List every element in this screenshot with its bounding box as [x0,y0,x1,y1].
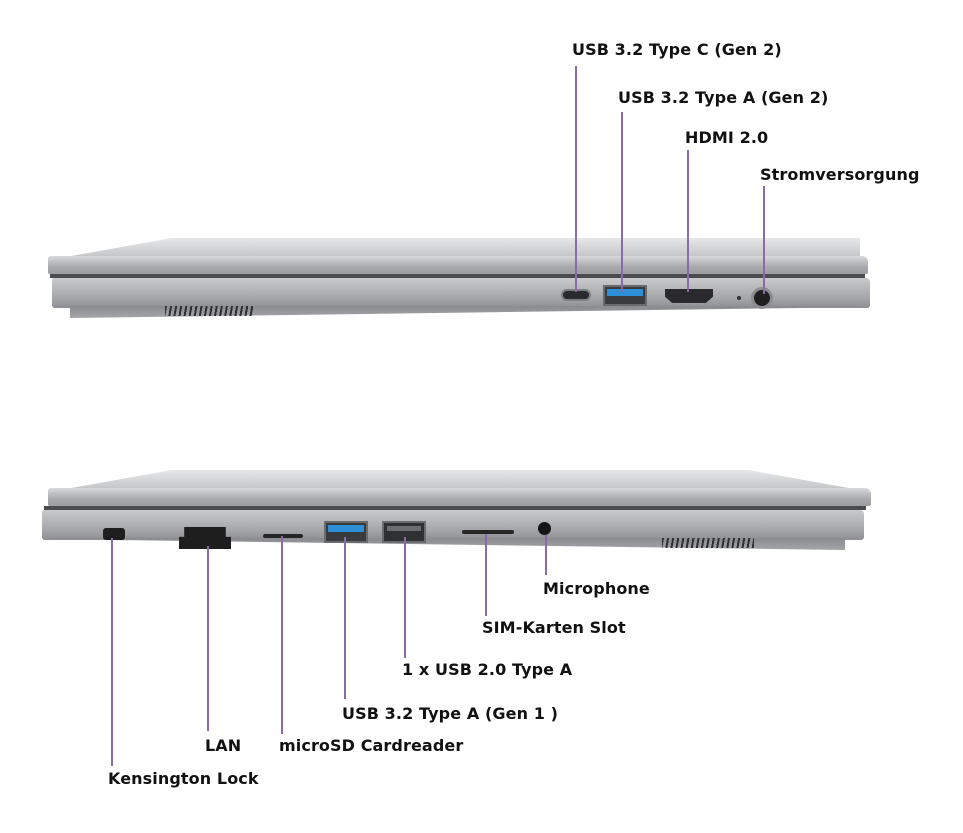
leader-sim [485,534,487,616]
leader-kensington [111,538,113,766]
leader-hdmi [687,150,689,292]
sim-slot [462,530,514,534]
usb-a-gen2-port [603,285,647,306]
kensington-slot [103,528,125,540]
label-lan: LAN [205,736,242,755]
label-sim: SIM-Karten Slot [482,618,626,637]
leader-usb-c [575,66,577,292]
label-power: Stromversorgung [760,165,920,184]
base [52,278,870,308]
microphone-jack [538,522,551,535]
label-microsd: microSD Cardreader [279,736,464,755]
label-usb-a-gen1: USB 3.2 Type A (Gen 1 ) [342,704,559,723]
label-microphone: Microphone [543,579,650,598]
leader-usb-a-gen1 [344,537,346,699]
lid-top-surface [60,470,860,490]
usb3-blue-insert [328,525,364,532]
hdmi-port [665,289,713,303]
power-jack [751,287,773,309]
lid [48,488,871,506]
base [42,510,864,540]
speaker-vent [165,306,253,316]
lid-top-surface [60,238,860,258]
leader-power [763,186,765,294]
leader-usb-a-gen2 [621,112,623,292]
label-usb-a-gen2: USB 3.2 Type A (Gen 2) [618,88,829,107]
leader-usb-2 [404,537,406,658]
leader-microsd [281,536,283,734]
lan-port [179,527,231,549]
usb3-blue-insert [607,289,643,296]
lid-gap [50,274,865,278]
microsd-slot [263,534,303,538]
speaker-vent [662,538,754,548]
label-usb-c: USB 3.2 Type C (Gen 2) [572,40,782,59]
leader-microphone [545,535,547,575]
status-led [737,296,741,300]
usb2-insert [387,526,421,531]
label-kensington: Kensington Lock [108,769,259,788]
leader-lan [207,546,209,731]
lid [48,256,868,274]
label-hdmi: HDMI 2.0 [685,128,769,147]
label-usb-2: 1 x USB 2.0 Type A [402,660,573,679]
lid-gap [44,506,866,510]
usb-a-gen1-port [324,521,368,543]
